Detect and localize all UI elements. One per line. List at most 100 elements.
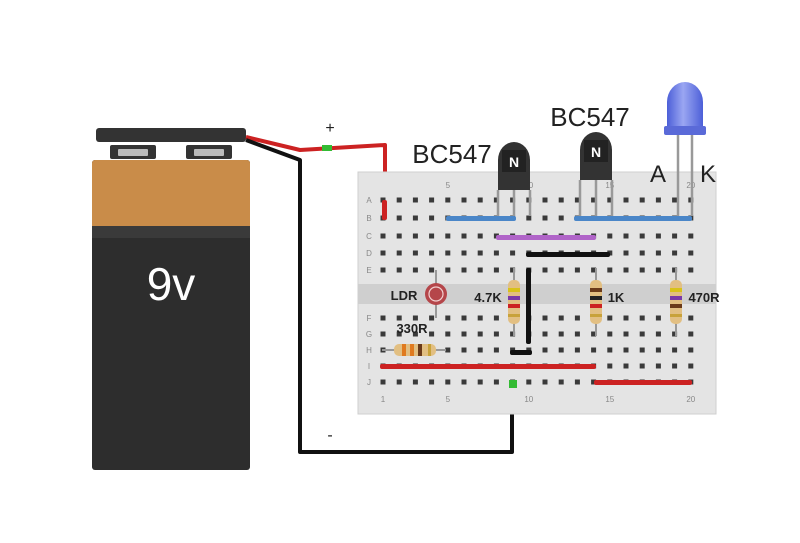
column-number-bottom: 10	[524, 395, 533, 404]
breadboard-hole	[412, 197, 418, 203]
breadboard-hole	[542, 347, 548, 353]
row-letter: E	[366, 266, 371, 275]
breadboard-hole	[607, 267, 613, 273]
led: A K	[650, 82, 716, 216]
column-number-top: 5	[446, 181, 451, 190]
breadboard-hole	[380, 267, 386, 273]
breadboard-hole	[607, 331, 613, 337]
breadboard-hole	[429, 233, 435, 239]
breadboard-hole	[672, 233, 678, 239]
breadboard-hole	[542, 197, 548, 203]
breadboard-hole	[688, 233, 694, 239]
breadboard-hole	[412, 315, 418, 321]
breadboard-hole	[639, 197, 645, 203]
breadboard-hole	[429, 315, 435, 321]
transistor-2-marking: N	[591, 144, 601, 160]
black-jumper-vertical	[526, 268, 531, 344]
breadboard-hole	[396, 197, 402, 203]
breadboard-hole	[477, 233, 483, 239]
breadboard-hole	[623, 331, 629, 337]
breadboard-hole	[688, 347, 694, 353]
breadboard-hole	[558, 215, 564, 221]
resistor-4k7: 4.7K	[474, 268, 520, 336]
breadboard-hole	[607, 363, 613, 369]
blue-jumper-right	[574, 216, 692, 221]
resistor-470r-band-1	[670, 288, 682, 292]
breadboard-hole	[493, 315, 499, 321]
breadboard-hole	[510, 267, 516, 273]
resistor-1k-band-2	[590, 296, 602, 300]
breadboard-hole	[510, 197, 516, 203]
breadboard-hole	[639, 250, 645, 256]
breadboard-hole	[380, 315, 386, 321]
breadboard-hole	[591, 379, 597, 385]
resistor-1k-body	[590, 280, 602, 324]
breadboard-hole	[639, 267, 645, 273]
transistor-2-face	[584, 140, 608, 162]
breadboard-hole	[639, 315, 645, 321]
resistor-330r: 330R	[382, 321, 446, 356]
row-letter: H	[366, 346, 372, 355]
resistor-470r-label: 470R	[688, 290, 720, 305]
breadboard-hole	[574, 347, 580, 353]
breadboard-hole	[591, 331, 597, 337]
transistor-1-face	[502, 150, 526, 172]
breadboard-hole	[429, 331, 435, 337]
breadboard-hole	[688, 267, 694, 273]
breadboard-hole	[574, 197, 580, 203]
breadboard-hole	[607, 197, 613, 203]
battery: 9v	[92, 128, 250, 470]
resistor-4k7-band-2	[508, 296, 520, 300]
breadboard-hole	[412, 379, 418, 385]
breadboard-hole	[688, 250, 694, 256]
breadboard-hole	[477, 197, 483, 203]
resistor-470r-band-4	[670, 314, 682, 317]
breadboard-hole	[623, 233, 629, 239]
resistor-330r-band-1	[402, 344, 406, 356]
breadboard-hole	[429, 267, 435, 273]
breadboard-hole	[477, 379, 483, 385]
breadboard-hole	[461, 233, 467, 239]
breadboard-hole	[477, 315, 483, 321]
breadboard-hole	[623, 250, 629, 256]
resistor-470r-band-3	[670, 304, 682, 308]
column-number-top: 15	[605, 181, 614, 190]
breadboard-hole	[412, 215, 418, 221]
breadboard-hole	[672, 267, 678, 273]
breadboard-hole	[558, 315, 564, 321]
breadboard-hole	[412, 233, 418, 239]
black-jumper-short	[510, 350, 532, 355]
breadboard-hole	[510, 250, 516, 256]
led-anode-label: A	[650, 161, 666, 188]
row-letter: F	[367, 314, 372, 323]
ldr-body	[425, 283, 447, 305]
breadboard-hole	[461, 331, 467, 337]
breadboard-hole	[655, 315, 661, 321]
breadboard-hole	[623, 197, 629, 203]
negative-label: -	[327, 427, 332, 444]
breadboard-hole	[672, 331, 678, 337]
breadboard-hole	[445, 197, 451, 203]
transistor-1-marking: N	[509, 154, 519, 170]
breadboard-hole	[639, 363, 645, 369]
red-jumper-vertical	[382, 200, 387, 220]
row-letter: B	[366, 214, 371, 223]
breadboard-hole	[655, 347, 661, 353]
red-jumper-right	[594, 380, 692, 385]
breadboard-hole	[591, 267, 597, 273]
breadboard-hole	[574, 331, 580, 337]
breadboard-hole	[655, 233, 661, 239]
breadboard-hole	[445, 267, 451, 273]
breadboard-hole	[493, 379, 499, 385]
row-letter: I	[368, 362, 370, 371]
breadboard-hole	[461, 197, 467, 203]
resistor-1k: 1K	[590, 268, 625, 336]
breadboard-hole	[558, 347, 564, 353]
resistor-1k-band-4	[590, 314, 602, 317]
breadboard-hole	[623, 267, 629, 273]
breadboard-hole	[461, 315, 467, 321]
battery-top-band	[92, 160, 250, 236]
breadboard-hole	[396, 267, 402, 273]
breadboard-hole	[655, 331, 661, 337]
